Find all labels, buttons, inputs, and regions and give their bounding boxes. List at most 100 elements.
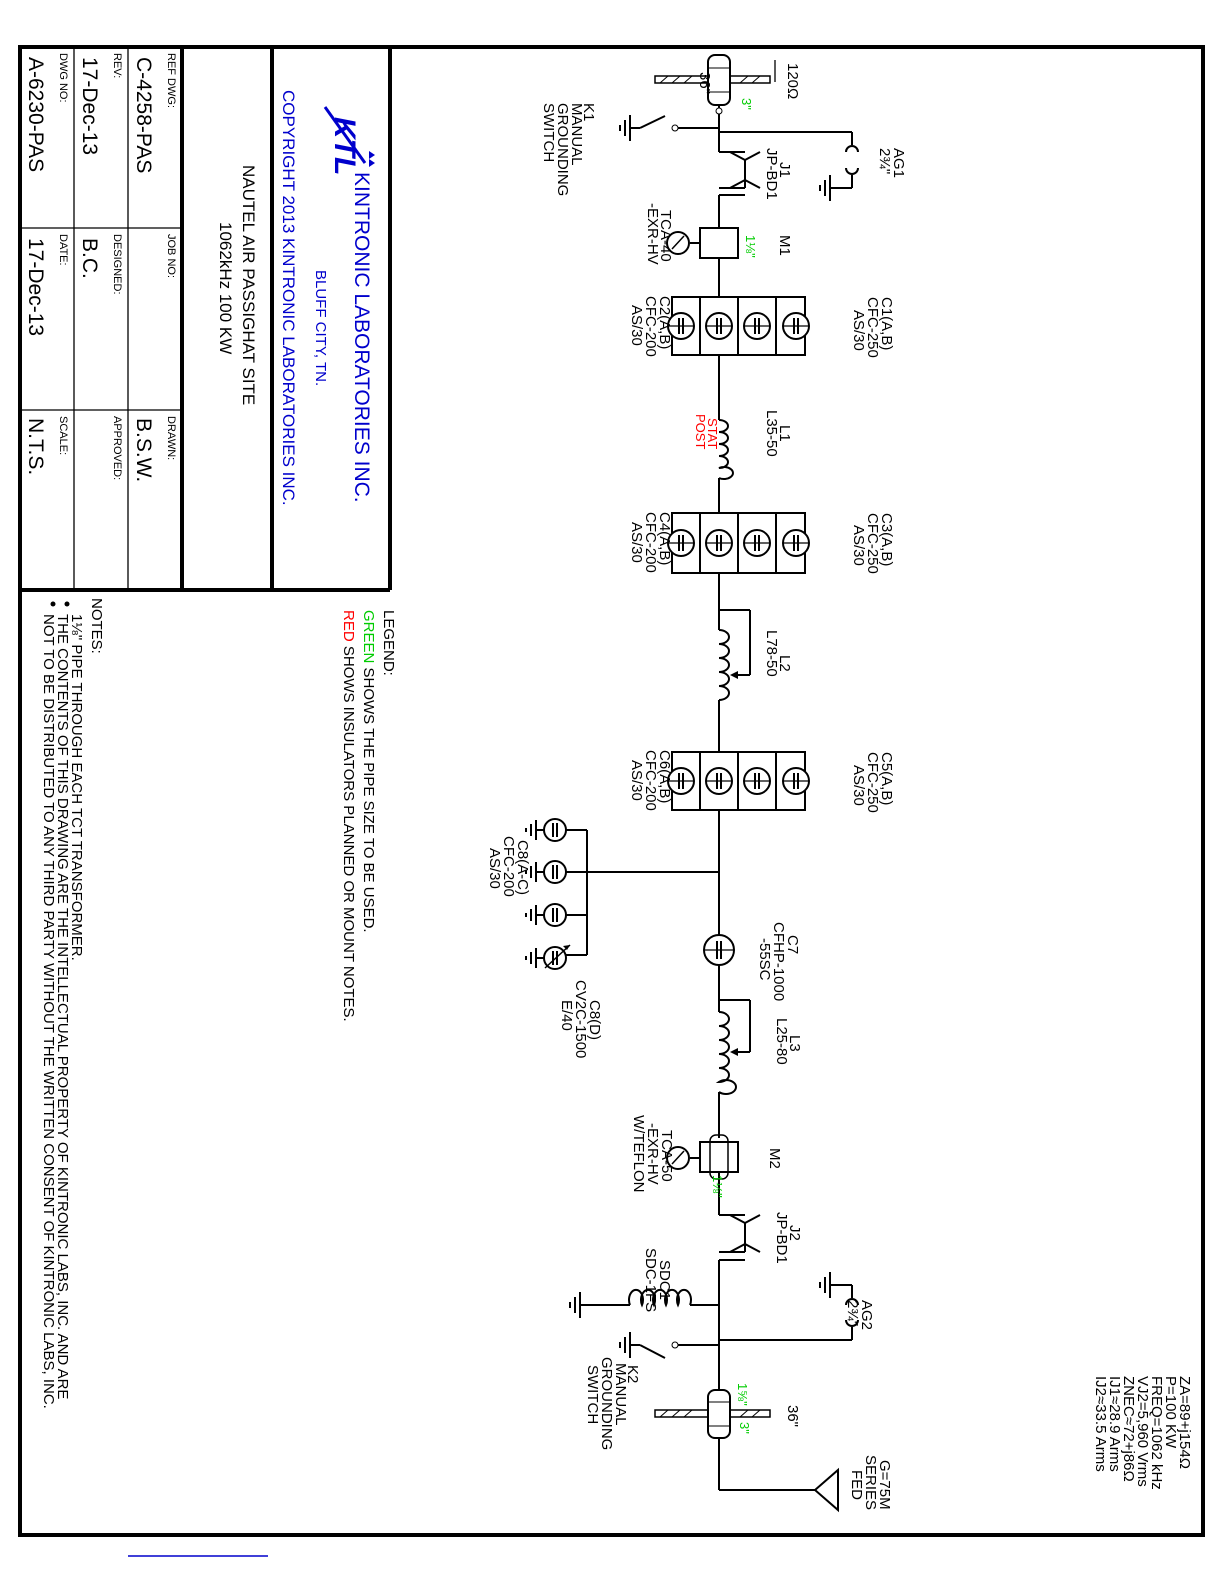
project-power: 1062kHz 100 KW <box>216 222 235 354</box>
approved-label: APPROVED: <box>111 416 123 480</box>
ag1-label-1: 2¾" <box>876 148 893 174</box>
l1-label-0: L1 <box>776 425 793 442</box>
capacitor-bank-c5-c6 <box>667 751 810 811</box>
m1-current-transformer <box>666 227 739 259</box>
capacitor-bank-c3-c4 <box>667 512 810 574</box>
c7-label-2: -55SC <box>756 938 773 981</box>
k1-label-2: GROUNDING <box>554 103 571 196</box>
svg-text:KTL: KTL <box>328 117 361 175</box>
l2-tapped-coil <box>718 609 751 720</box>
project-name: NAUTEL AIR PASSIGHAT SITE <box>239 165 258 405</box>
ag1-arc-gap <box>719 131 859 201</box>
tower-label-1: SERIES <box>862 1455 879 1510</box>
c4-label-2: AS/30 <box>628 522 645 563</box>
c3-label-0: C3(A,B) <box>878 513 895 566</box>
note-2b: NOT TO BE DISTRIBUTED TO ANY THIRD PARTY… <box>40 614 57 1409</box>
k1-label-3: SWITCH <box>540 103 557 162</box>
ag1-label-0: AG1 <box>890 148 907 178</box>
m2-label: M2 <box>766 1148 783 1169</box>
scale-value: N.T.S. <box>24 418 47 475</box>
pipe-3-bottom: 3" <box>737 1422 752 1434</box>
company-name: KINTRONIC LABORATORIES INC. <box>350 172 373 503</box>
legend-green-text: SHOWS THE PIPE SIZE TO BE USED. <box>360 663 377 932</box>
m1-tca-0: TCA-40 <box>657 210 674 262</box>
pipe-158-bottom: 1⅝" <box>735 1383 750 1406</box>
c7-label-0: C7 <box>784 935 801 954</box>
c5-label-0: C5(A,B) <box>878 752 895 805</box>
k2-label-2: GROUNDING <box>598 1357 615 1450</box>
dwg-no-label: DWG NO: <box>57 53 69 103</box>
j2-label-1: JP-BD1 <box>773 1212 790 1264</box>
copyright-line: COPYRIGHT 2013 KINTRONIC LABORATORIES IN… <box>279 90 298 506</box>
c1-label-1: CFC-250 <box>864 297 881 358</box>
c2-label-1: CFC-200 <box>642 296 659 357</box>
note-1: 1⅛" PIPE THROUGH EACH TCT TRANSFORMER. <box>68 614 85 961</box>
schematic: 120Ω 36" 3" K1 MANUAL GROUNDING SWITCH A… <box>486 54 1193 1513</box>
c5-label-2: AS/30 <box>850 765 867 806</box>
ag2-arc-gap <box>719 1272 859 1341</box>
l3-label-1: L25-80 <box>773 1018 790 1065</box>
c2-label-0: C2(A,B) <box>656 296 673 349</box>
c4-label-0: C4(A,B) <box>656 512 673 565</box>
legend-green: GREEN SHOWS THE PIPE SIZE TO BE USED. <box>360 610 377 933</box>
ref-dwg-value: C-4258-PAS <box>132 57 155 173</box>
j1-label-0: J1 <box>776 162 793 178</box>
ag2-label-0: AG2 <box>858 1300 875 1330</box>
l1-red-1: POST <box>693 414 708 449</box>
date-label: DATE: <box>57 234 69 266</box>
m2-tca-2: W/TEFLON <box>630 1115 647 1193</box>
dwg-no-value: A-6230-PAS <box>24 57 47 172</box>
l1-label-1: L35-50 <box>763 410 780 457</box>
c8ac-label-0: C8(A-C) <box>514 840 531 895</box>
scale-label: SCALE: <box>57 416 69 455</box>
title-block: KTL KINTRONIC LABORATORIES INC. BLUFF CI… <box>20 47 392 592</box>
spec-2: FREQ=1062 kHz <box>1148 1376 1165 1490</box>
job-no-label: JOB NO: <box>165 234 177 278</box>
spec-6: IJ2≈33.5 Arms <box>1092 1376 1109 1472</box>
c8ac-label-1: CFC-200 <box>500 836 517 897</box>
j1-jumper <box>719 151 761 196</box>
c6-label-2: AS/30 <box>628 760 645 801</box>
m2-tca-1: -EXR-HV <box>644 1123 661 1185</box>
m2-current-transformer <box>666 1134 739 1180</box>
c5-label-1: CFC-250 <box>864 752 881 813</box>
legend-green-word: GREEN <box>360 610 377 663</box>
c3-label-1: CFC-250 <box>864 513 881 574</box>
k2-label-1: MANUAL <box>612 1363 629 1426</box>
c1-label-0: C1(A,B) <box>878 297 895 350</box>
k1-grounding-switch <box>619 115 719 141</box>
c7-label-1: CFHP-1000 <box>770 922 787 1001</box>
component-labels: 120Ω 36" 3" K1 MANUAL GROUNDING SWITCH A… <box>486 63 1193 1510</box>
k2-label-0: K2 <box>624 1365 641 1383</box>
l1-coil <box>718 419 734 480</box>
drawn-value: B.S.W. <box>132 418 155 482</box>
company-city: BLUFF CITY, TN. <box>312 270 329 386</box>
c8d-label-1: CV2C-1500 <box>572 980 589 1058</box>
tower-label-0: G=75M <box>876 1460 893 1510</box>
capacitor-bank-c1-c2 <box>667 296 810 356</box>
c7-capacitor <box>703 934 735 966</box>
line-impedance: 120Ω <box>784 63 801 99</box>
c8ac-label-2: AS/30 <box>486 848 503 889</box>
c3-label-2: AS/30 <box>850 525 867 566</box>
l2-label-1: L78-50 <box>763 630 780 677</box>
sheet-border <box>18 45 1205 1537</box>
j2-jumper <box>719 1214 761 1261</box>
c2-label-2: AS/30 <box>628 305 645 346</box>
pipe-118-m2: 1⅛" <box>710 1175 725 1198</box>
designed-value: B.C. <box>78 238 101 279</box>
drawn-label: DRAWN: <box>165 416 177 460</box>
m2-tca-0: TCA-50 <box>658 1130 675 1182</box>
sdc1-drain-coil <box>569 1288 719 1318</box>
spec-5: IJ1≈28.9 Arms <box>1106 1376 1123 1472</box>
feedthrough-bottom <box>654 1389 771 1439</box>
spec-1: P=100 KW <box>1162 1376 1179 1449</box>
sdc1-label-0: SDC1 <box>656 1260 673 1300</box>
j1-label-1: JP-BD1 <box>763 148 780 200</box>
c8d-label-2: E/40 <box>558 1000 575 1031</box>
pipe-3-top: 3" <box>739 98 754 110</box>
rev-label: REV: <box>111 53 123 78</box>
l3-tapped-coil <box>715 999 751 1095</box>
spec-3: VJ2=5,960 Vrms <box>1134 1376 1151 1487</box>
